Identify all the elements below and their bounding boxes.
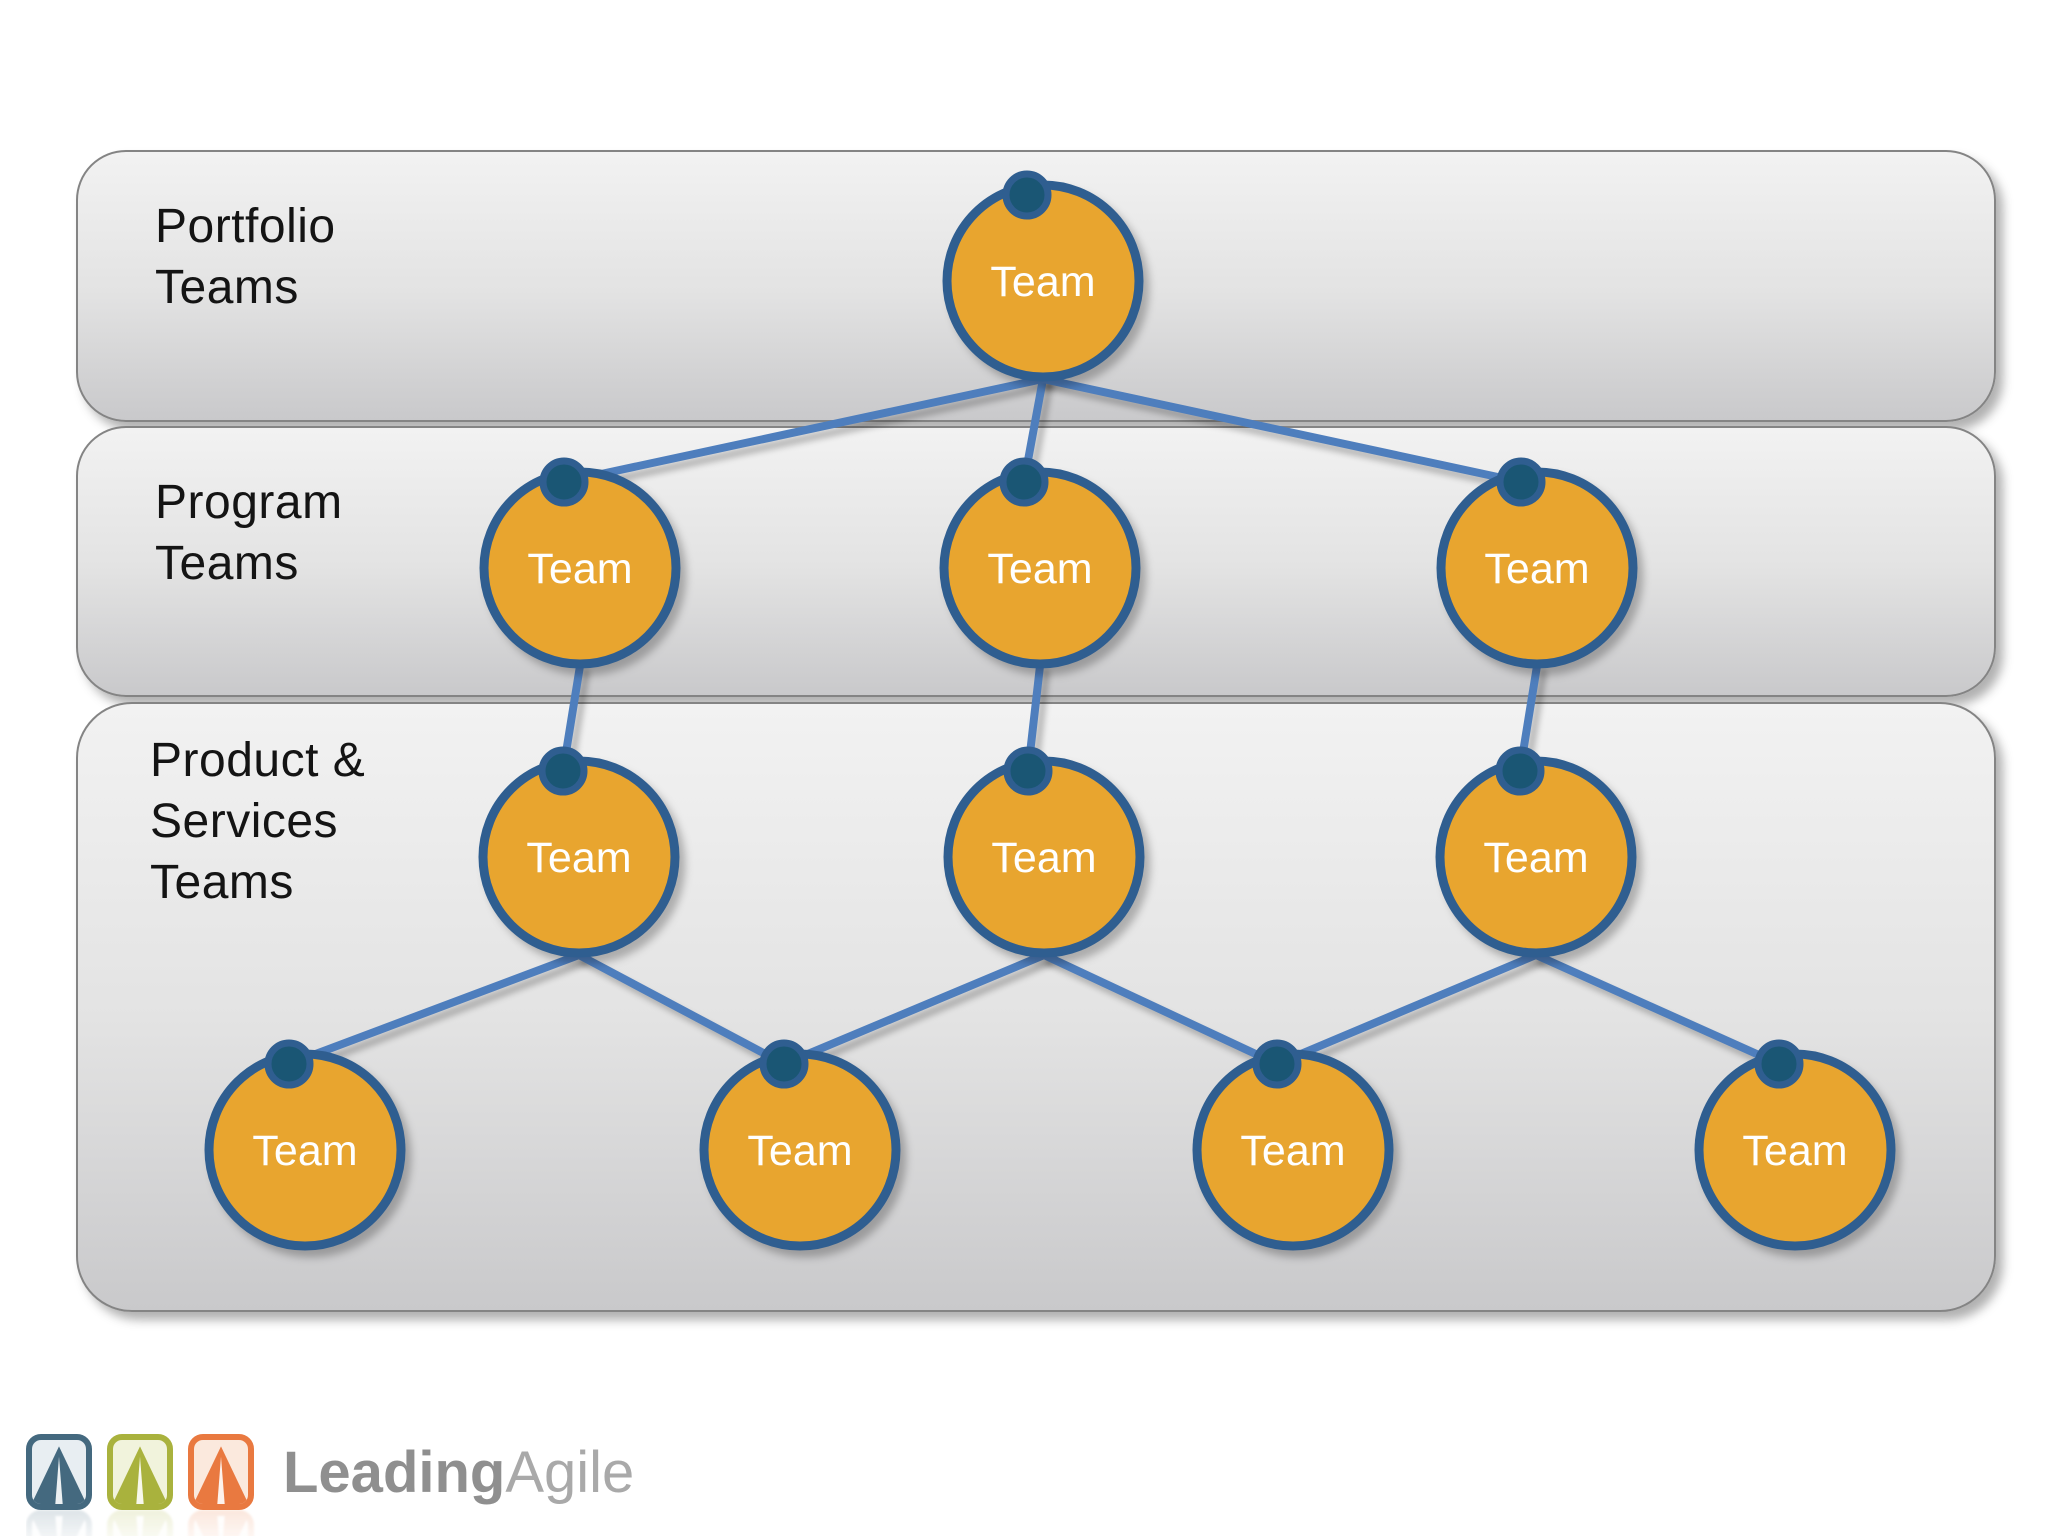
connector-line [780, 951, 1048, 1068]
logo-text-agile: Agile [505, 1439, 635, 1505]
logo-badge-orange-icon [188, 1434, 254, 1510]
logo-badge-olive-icon [107, 1434, 173, 1510]
portfolio-teams-label: Portfolio Teams [155, 196, 336, 318]
leadingagile-logo: LeadingAgile [26, 1434, 634, 1536]
connector-line [1040, 951, 1281, 1068]
team-node: Team [942, 170, 1144, 382]
team-node-label: Team [252, 1127, 357, 1175]
team-node: Team [943, 746, 1145, 958]
connector-line [1532, 951, 1783, 1068]
logo-badge-reflection-icon [107, 1510, 173, 1536]
logo-badge-reflection-icon [188, 1510, 254, 1536]
connector-dot-icon [538, 746, 588, 796]
logo-wordmark: LeadingAgile [283, 1439, 634, 1506]
connector-dot-icon [1252, 1039, 1302, 1089]
label-line: Product & [150, 734, 366, 787]
team-node: Team [1192, 1039, 1394, 1251]
label-line: Teams [155, 261, 299, 314]
connector-dot-icon [1003, 746, 1053, 796]
connector-dot-icon [1496, 457, 1546, 507]
team-node-label: Team [991, 834, 1096, 882]
team-node: Team [204, 1039, 406, 1251]
label-line: Program [155, 476, 343, 529]
connector-dot-icon [759, 1039, 809, 1089]
connector-dot-icon [1002, 170, 1052, 220]
team-node-label: Team [1742, 1127, 1847, 1175]
logo-text-leading: Leading [283, 1439, 506, 1505]
connector-dot-icon [264, 1039, 314, 1089]
logo-badges-reflection [26, 1510, 269, 1536]
label-line: Services [150, 795, 339, 848]
product-services-teams-label: Product & Services Teams [150, 730, 365, 913]
connector-dot-icon [539, 457, 589, 507]
team-node: Team [699, 1039, 901, 1251]
team-node: Team [939, 457, 1141, 669]
connector-line [575, 951, 788, 1068]
program-teams-label: Program Teams [155, 472, 343, 594]
logo-badges [26, 1434, 269, 1510]
team-node: Team [1694, 1039, 1896, 1251]
connector-line [1273, 951, 1540, 1068]
connector-dot-icon [1495, 746, 1545, 796]
label-line: Portfolio [155, 200, 336, 253]
team-node-label: Team [1484, 545, 1589, 593]
connector-line [1039, 375, 1525, 486]
team-node: Team [479, 457, 681, 669]
team-node: Team [1435, 746, 1637, 958]
team-node-label: Team [747, 1127, 852, 1175]
team-node-label: Team [990, 258, 1095, 306]
connector-dot-icon [999, 457, 1049, 507]
team-node: Team [1436, 457, 1638, 669]
connector-line [560, 375, 1047, 486]
connector-dot-icon [1754, 1039, 1804, 1089]
team-node: Team [478, 746, 680, 958]
label-line: Teams [150, 856, 294, 909]
team-node-label: Team [1240, 1127, 1345, 1175]
team-node-label: Team [987, 545, 1092, 593]
team-node-label: Team [526, 834, 631, 882]
logo-badge-navy-icon [26, 1434, 92, 1510]
connector-line [285, 951, 583, 1068]
label-line: Teams [155, 537, 299, 590]
team-node-label: Team [1483, 834, 1588, 882]
team-node-label: Team [527, 545, 632, 593]
logo-badge-reflection-icon [26, 1510, 92, 1536]
